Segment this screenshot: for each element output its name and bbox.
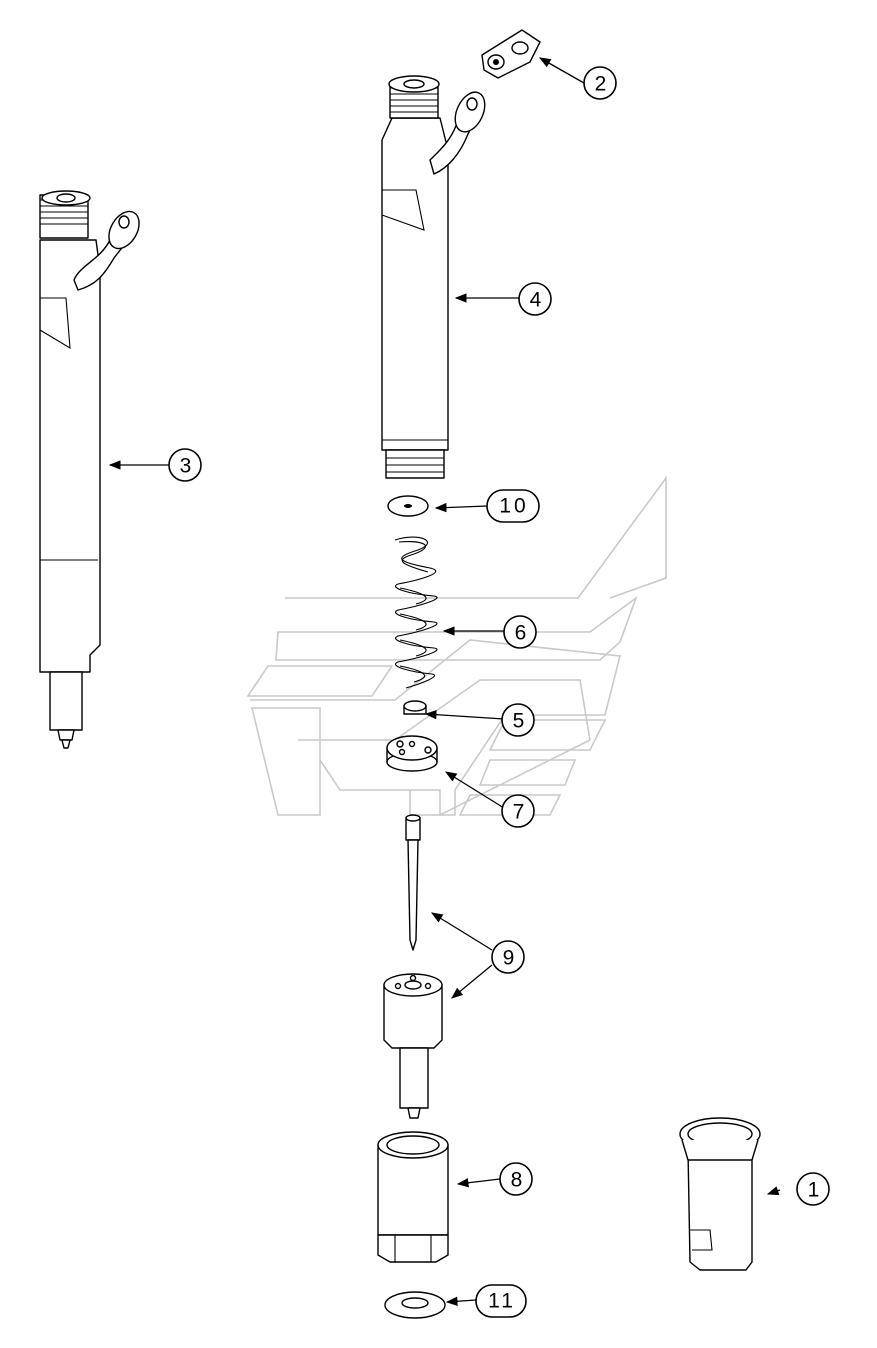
nozzle-nut bbox=[377, 1131, 449, 1263]
svg-text:10: 10 bbox=[499, 495, 528, 518]
svg-text:1: 1 bbox=[808, 1179, 823, 1202]
clamp bbox=[481, 29, 541, 79]
sealing-washer bbox=[384, 1291, 446, 1319]
intermediate-plate bbox=[386, 735, 438, 772]
shim-washer bbox=[387, 495, 429, 517]
watermark-logo bbox=[246, 475, 667, 817]
callout-5: 5 bbox=[501, 703, 535, 737]
injector-assembly-left bbox=[39, 190, 140, 749]
svg-text:5: 5 bbox=[513, 710, 528, 733]
injector-body bbox=[381, 75, 486, 479]
callout-1: 1 bbox=[796, 1172, 830, 1206]
callout-9: 9 bbox=[491, 940, 525, 974]
svg-text:3: 3 bbox=[180, 455, 195, 478]
svg-text:2: 2 bbox=[595, 73, 610, 96]
svg-text:7: 7 bbox=[513, 801, 528, 824]
svg-text:8: 8 bbox=[511, 1169, 526, 1192]
leader-lines bbox=[108, 57, 781, 1306]
needle bbox=[405, 814, 421, 951]
callout-11: 11 bbox=[475, 1284, 527, 1318]
callout-10: 10 bbox=[486, 489, 540, 523]
svg-text:11: 11 bbox=[488, 1290, 516, 1313]
spring bbox=[394, 536, 438, 689]
nozzle bbox=[383, 973, 443, 1119]
injector-sleeve bbox=[679, 1117, 761, 1271]
svg-text:9: 9 bbox=[503, 947, 518, 970]
spring-seat bbox=[403, 700, 427, 715]
svg-text:4: 4 bbox=[530, 289, 545, 312]
svg-text:6: 6 bbox=[515, 622, 530, 645]
callout-2: 2 bbox=[583, 66, 617, 100]
callout-6: 6 bbox=[503, 615, 537, 649]
callout-7: 7 bbox=[501, 794, 535, 828]
callout-8: 8 bbox=[499, 1162, 533, 1196]
callout-4: 4 bbox=[518, 282, 552, 316]
callout-3: 3 bbox=[168, 448, 202, 482]
